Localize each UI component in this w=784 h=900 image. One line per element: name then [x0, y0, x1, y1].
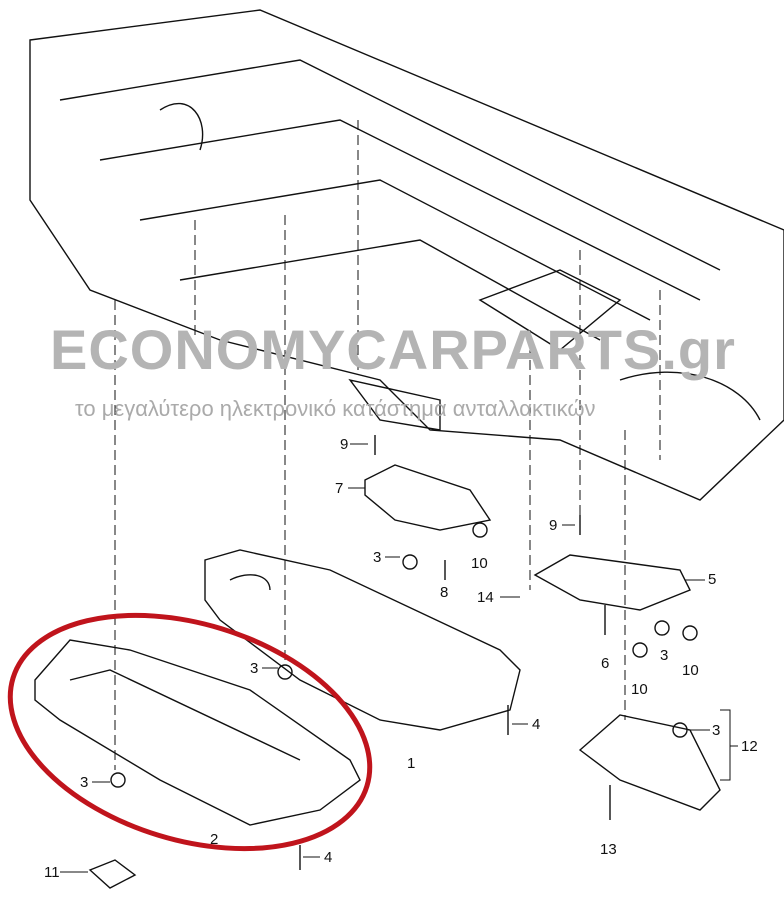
part-2-cover [34, 639, 361, 826]
callout-1: 1 [407, 755, 416, 772]
callout-4: 4 [532, 716, 541, 733]
dashed-guide-lines [114, 120, 661, 770]
leader-lines [60, 443, 738, 873]
callout-6: 6 [601, 655, 610, 672]
part-12-shield [578, 714, 721, 811]
callout-3: 3 [373, 549, 382, 566]
callout-14: 14 [477, 589, 494, 606]
callout-11: 11 [44, 864, 60, 881]
callout-2: 2 [210, 831, 219, 848]
part-11-clip [88, 859, 137, 889]
callout-9: 9 [340, 436, 349, 453]
part-5-plate [533, 554, 691, 611]
callout-10: 10 [682, 662, 699, 679]
fasteners [110, 435, 698, 870]
callout-10: 10 [471, 555, 488, 572]
highlight-ellipse [7, 612, 373, 852]
callout-8: 8 [440, 584, 449, 601]
callout-3: 3 [250, 660, 259, 677]
callout-5: 5 [708, 571, 717, 588]
callout-3: 3 [712, 722, 721, 739]
callout-13: 13 [600, 841, 617, 858]
callout-7: 7 [335, 480, 344, 497]
callout-4: 4 [324, 849, 333, 866]
callout-10: 10 [631, 681, 648, 698]
part-1-cover [204, 549, 521, 731]
watermark-tagline: το μεγαλύτερο ηλεκτρονικό κατάστημα αντα… [75, 396, 596, 421]
callout-3: 3 [660, 647, 669, 664]
vehicle-underbody [29, 9, 784, 501]
watermark-brand: ECONOMYCARPARTS.gr [50, 318, 736, 381]
callout-9: 9 [549, 517, 558, 534]
part-7-bracket [364, 464, 492, 531]
callout-12: 12 [741, 738, 758, 755]
callout-3: 3 [80, 774, 89, 791]
